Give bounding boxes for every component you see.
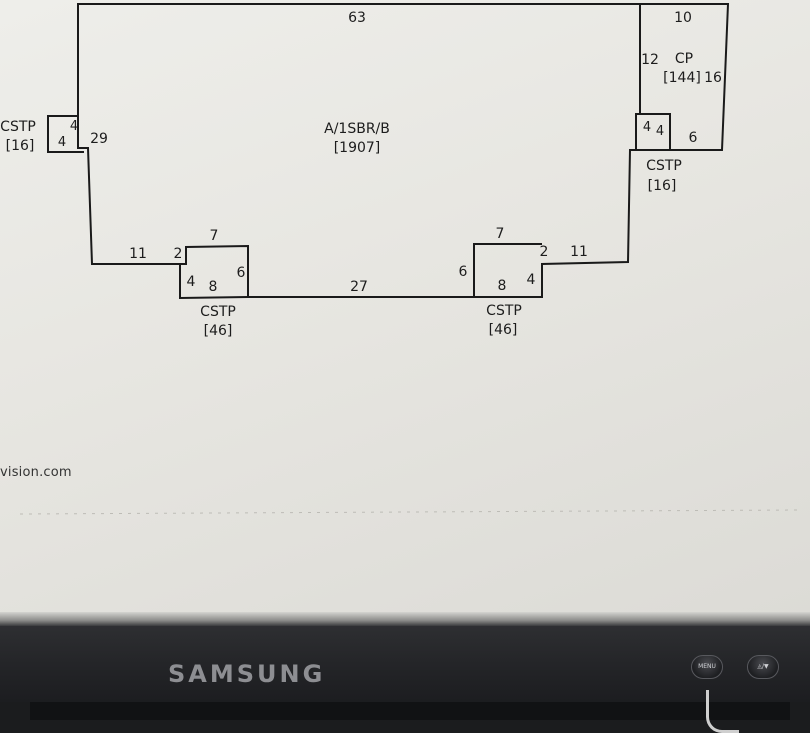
cstp-right-top-name: CSTP: [646, 158, 682, 174]
cstp-left-outline: [47, 115, 84, 153]
cstp-bottom-right-area: [46]: [489, 322, 518, 338]
cp-edge-left: 12: [641, 52, 659, 68]
cstp-bottom-left-edge-top: 7: [210, 228, 219, 244]
floor-plan-sketch: 63 A/1SBR/B [1907] 29 27 11 2 11 2 10 12…: [0, 3, 801, 515]
main-edge-left: 29: [90, 131, 108, 147]
cstp-bottom-right-edge-bottom: 8: [498, 278, 507, 294]
cstp-right-top-edge-b: 4: [656, 124, 664, 139]
cstp-bottom-left-edge-right: 6: [237, 265, 246, 281]
monitor-bezel: [0, 626, 810, 702]
faint-dashed-line: [19, 509, 801, 515]
monitor-brightness-button[interactable]: ◬/▼: [747, 655, 779, 679]
cp-edge-top: 10: [674, 10, 692, 26]
main-room-area: [1907]: [334, 140, 381, 156]
cstp-bottom-left-name: CSTP: [200, 304, 236, 320]
cstp-left-name: CSTP: [0, 119, 36, 135]
main-edge-left-step-riser: 2: [174, 246, 183, 262]
main-edge-right-step-riser: 2: [540, 244, 549, 260]
main-room-name: A/1SBR/B: [324, 121, 390, 137]
monitor-brand-logo: SAMSUNG: [168, 660, 326, 688]
monitor-menu-button[interactable]: MENU: [691, 655, 723, 679]
monitor-stand: [30, 702, 790, 720]
cstp-left-area: [16]: [6, 138, 35, 154]
cstp-left-edge-a: 4: [70, 119, 78, 134]
cstp-bottom-left-area: [46]: [204, 323, 233, 339]
cstp-bottom-left-edge-bottom: 8: [209, 279, 218, 295]
cp-room-area: [144]: [663, 70, 701, 86]
monitor-bezel-lip: [0, 612, 810, 626]
main-edge-top: 63: [348, 10, 366, 26]
cstp-bottom-right-name: CSTP: [486, 303, 522, 319]
monitor-cable: [706, 690, 739, 733]
cstp-left-edge-b: 4: [58, 135, 66, 150]
cstp-bottom-right-edge-right: 4: [527, 272, 536, 288]
cstp-right-top-edge-a: 4: [643, 120, 651, 135]
main-edge-left-step-bottom: 11: [129, 246, 147, 262]
main-edge-bottom: 27: [350, 279, 368, 295]
cp-edge-right: 16: [704, 70, 722, 86]
cstp-bottom-right-outline: [473, 243, 542, 297]
cp-edge-bottom: 6: [689, 130, 698, 146]
cstp-right-top-area: [16]: [648, 178, 677, 194]
main-edge-right-step-bottom: 11: [570, 244, 588, 260]
cp-room-outline: [636, 3, 730, 151]
cstp-right-top-outline: [636, 113, 671, 150]
footer-site-text: vision.com: [0, 465, 72, 480]
cstp-bottom-right-edge-top: 7: [496, 226, 505, 242]
cp-room-name: CP: [675, 51, 693, 67]
cstp-bottom-left-edge-left: 4: [187, 274, 196, 290]
cstp-bottom-left-outline: [179, 263, 249, 300]
monitor-screen: 63 A/1SBR/B [1907] 29 27 11 2 11 2 10 12…: [0, 0, 810, 618]
cstp-bottom-right-edge-left: 6: [459, 264, 468, 280]
